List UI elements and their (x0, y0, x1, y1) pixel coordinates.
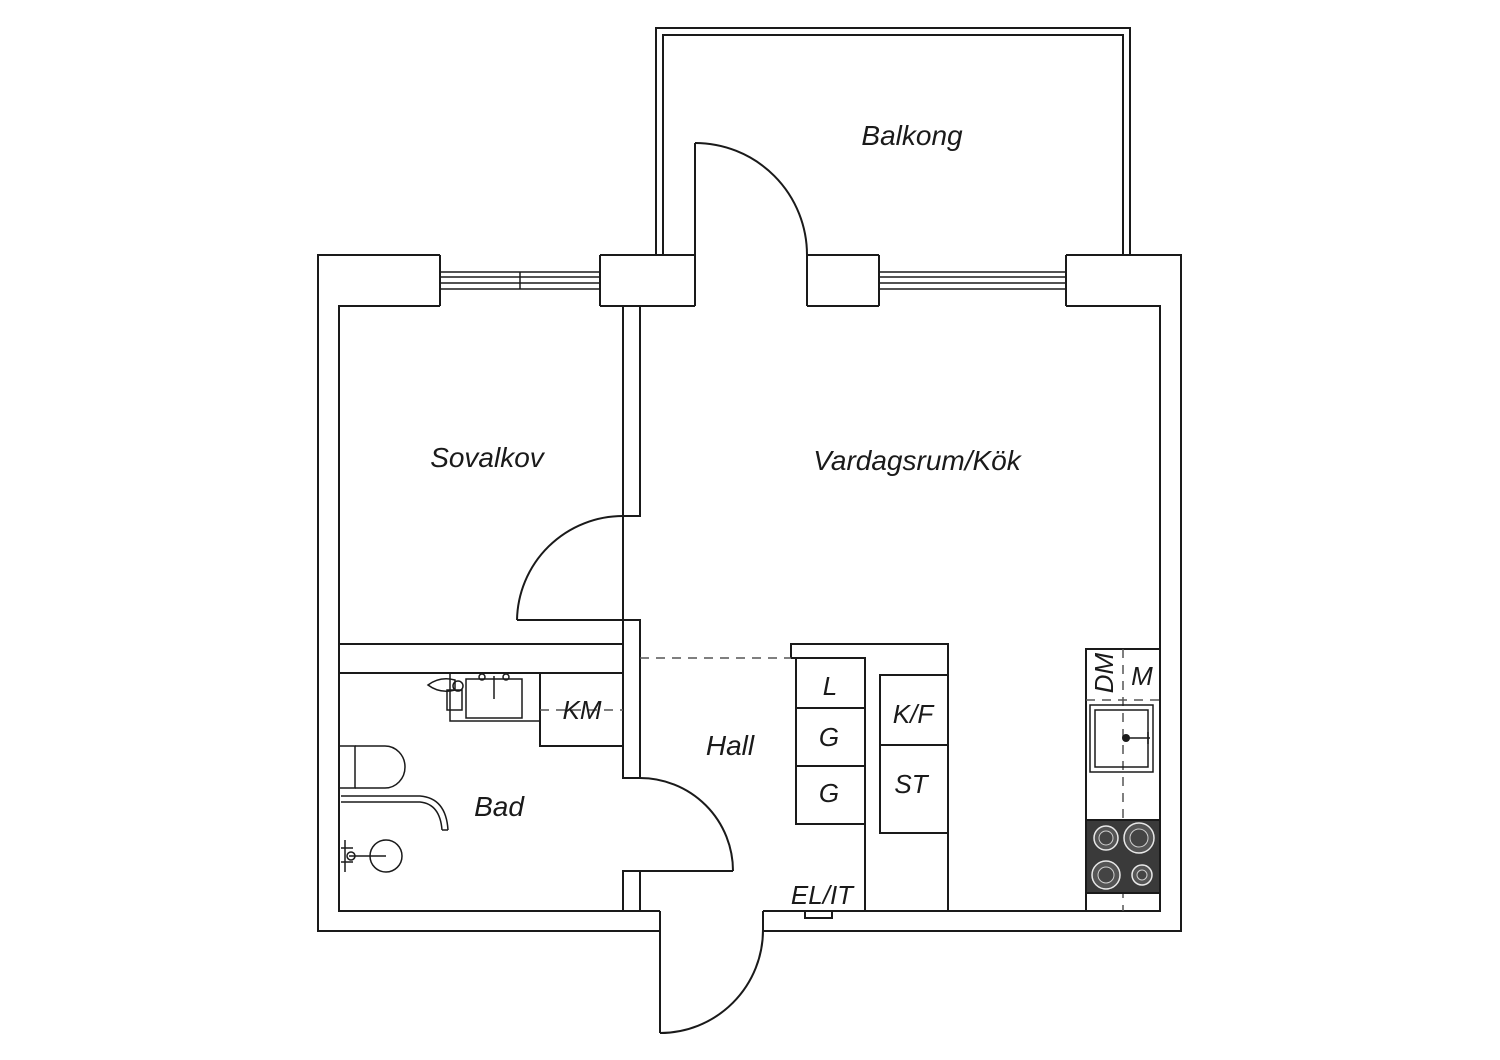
label-l: L (823, 671, 837, 701)
washer-cabinet (539, 672, 624, 747)
interior-walls (338, 305, 949, 912)
wall-openings (440, 252, 1066, 934)
stove (1085, 819, 1161, 894)
label-st: ST (894, 769, 929, 799)
label-m: M (1131, 661, 1153, 691)
closet-column (795, 657, 866, 825)
balcony (655, 27, 1131, 255)
bathroom-door (639, 777, 734, 872)
toilet (338, 745, 406, 789)
entrance-door (659, 911, 764, 1034)
appliance-column (879, 674, 949, 834)
washbasin (426, 672, 541, 722)
label-g-1: G (819, 722, 839, 752)
balcony-door (694, 142, 808, 306)
el-it-marker (804, 911, 833, 919)
living-window (878, 255, 1067, 306)
shower (341, 795, 449, 873)
room-label-sovalkov: Sovalkov (430, 442, 546, 473)
label-el-it: EL/IT (791, 880, 855, 910)
bedroom-window (439, 255, 601, 306)
room-label-vardagsrum: Vardagsrum/Kök (813, 445, 1022, 476)
label-dm: DM (1089, 652, 1119, 693)
label-g-2: G (819, 778, 839, 808)
room-label-bad: Bad (474, 791, 525, 822)
label-km: KM (563, 695, 602, 725)
room-label-balkong: Balkong (861, 120, 963, 151)
room-label-hall: Hall (706, 730, 755, 761)
bedroom-door (516, 515, 624, 621)
kitchen-sink (1089, 704, 1154, 773)
label-kf: K/F (893, 699, 936, 729)
